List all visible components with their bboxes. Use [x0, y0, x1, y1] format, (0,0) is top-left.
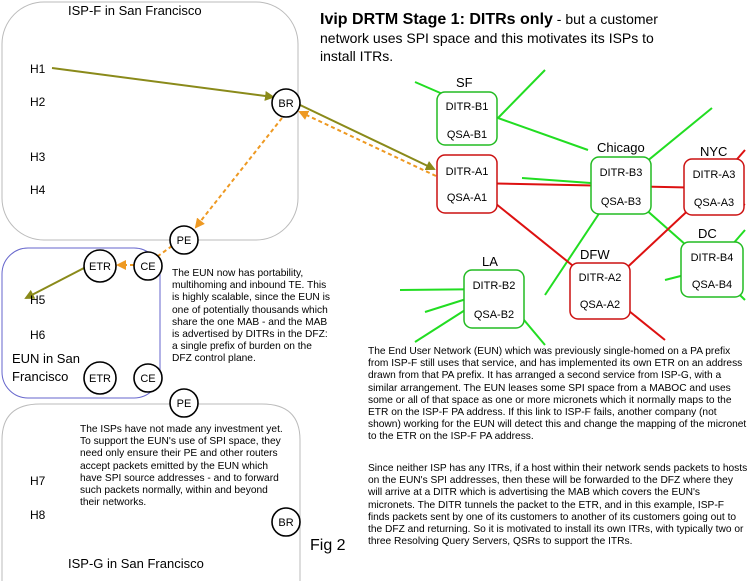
site-sf-box-b1: [436, 91, 498, 146]
city-label-dfw: DFW: [580, 247, 610, 262]
ditr-a1-label: DITR-A1: [446, 166, 489, 178]
host-h4: H4: [30, 183, 46, 197]
site-la-box-b2: [463, 269, 525, 329]
host-h1: H1: [30, 62, 46, 76]
eun-ce-label-g: CE: [140, 373, 155, 385]
site-nyc-box-a3: [683, 158, 745, 216]
etr-to-h5-arrow: [24, 267, 85, 299]
isp-g-label: ISP-G in San Francisco: [68, 556, 204, 571]
ditr-a1-to-br-tunnel: [298, 110, 437, 177]
right-paragraph-2: Since neither ISP has any ITRs, if a hos…: [368, 463, 748, 548]
isp-g-cloud: [1, 403, 301, 581]
host-h7: H7: [30, 474, 46, 488]
site-dfw-box-a2: [569, 262, 631, 320]
site-sf-box-a1: [436, 154, 498, 214]
qsa-a2-label: QSA-A2: [580, 299, 620, 311]
ditr-a2-label: DITR-A2: [579, 272, 622, 284]
city-label-chicago: Chicago: [597, 140, 645, 155]
city-label-la: LA: [482, 254, 498, 269]
qsa-b3-label: QSA-B3: [601, 196, 641, 208]
title-line2: network uses SPI space and this motivate…: [320, 30, 654, 46]
isp-f-pe-router: [169, 225, 199, 255]
right-paragraph-1: The End User Network (EUN) which was pre…: [368, 346, 747, 443]
qsa-a1-label: QSA-A1: [447, 192, 487, 204]
h1-to-br-arrow: [51, 67, 275, 101]
title-line1: Ivip DRTM Stage 1: DITRs only - but a cu…: [320, 11, 658, 28]
title-rest: - but a customer: [553, 11, 658, 27]
eun-note: The EUN now has portability, multihoming…: [172, 268, 330, 365]
isp-g-pe-router: [169, 388, 199, 418]
ditr-a3-label: DITR-A3: [693, 169, 736, 181]
host-h5: H5: [30, 293, 46, 307]
title-bold: Ivip DRTM Stage 1: DITRs only: [320, 11, 553, 28]
isp-f-cloud: [1, 1, 299, 241]
ditr-b1-label: DITR-B1: [446, 101, 489, 113]
host-h8: H8: [30, 508, 46, 522]
qsa-b1-label: QSA-B1: [447, 129, 487, 141]
isp-g-pe-label: PE: [177, 398, 192, 410]
eun-etr-label-g: ETR: [89, 373, 111, 385]
eun-label-line2: Francisco: [12, 369, 68, 384]
eun-label-line1: EUN in San: [12, 351, 80, 366]
site-dc-box-b4: [680, 241, 744, 298]
ditr-b2-label: DITR-B2: [473, 280, 516, 292]
host-h3: H3: [30, 150, 46, 164]
qsa-a3-label: QSA-A3: [694, 197, 734, 209]
host-h6: H6: [30, 328, 46, 342]
br-to-pe-tunnel: [194, 117, 283, 229]
ditr-b4-label: DITR-B4: [691, 252, 734, 264]
city-label-sf: SF: [456, 75, 473, 90]
qsa-b2-label: QSA-B2: [474, 309, 514, 321]
eun-ce-router-g: [133, 363, 163, 393]
isp-f-br-label: BR: [278, 98, 293, 110]
isp-g-br-router: [271, 507, 301, 537]
eun-ce-router-f: [133, 251, 163, 281]
eun-etr-label-f: ETR: [89, 261, 111, 273]
eun-network: [1, 247, 161, 399]
eun-etr-f: [83, 249, 117, 283]
ditr-b3-label: DITR-B3: [600, 167, 643, 179]
br-to-ditr-a1-arrow: [297, 103, 436, 171]
isp-f-pe-label: PE: [177, 235, 192, 247]
isp-note: The ISPs have not made any investment ye…: [80, 424, 283, 509]
figure-label: Fig 2: [310, 537, 346, 554]
isp-g-br-label: BR: [278, 517, 293, 529]
city-label-nyc: NYC: [700, 144, 727, 159]
eun-etr-g: [83, 361, 117, 395]
isp-f-br-router: [271, 88, 301, 118]
qsa-b4-label: QSA-B4: [692, 279, 732, 291]
isp-f-label: ISP-F in San Francisco: [68, 3, 202, 18]
title-line3: install ITRs.: [320, 48, 393, 64]
city-label-dc: DC: [698, 226, 717, 241]
host-h2: H2: [30, 95, 46, 109]
site-chicago-box-b3: [590, 156, 652, 215]
pe-to-ce-tunnel: [157, 245, 173, 257]
eun-ce-label-f: CE: [140, 261, 155, 273]
